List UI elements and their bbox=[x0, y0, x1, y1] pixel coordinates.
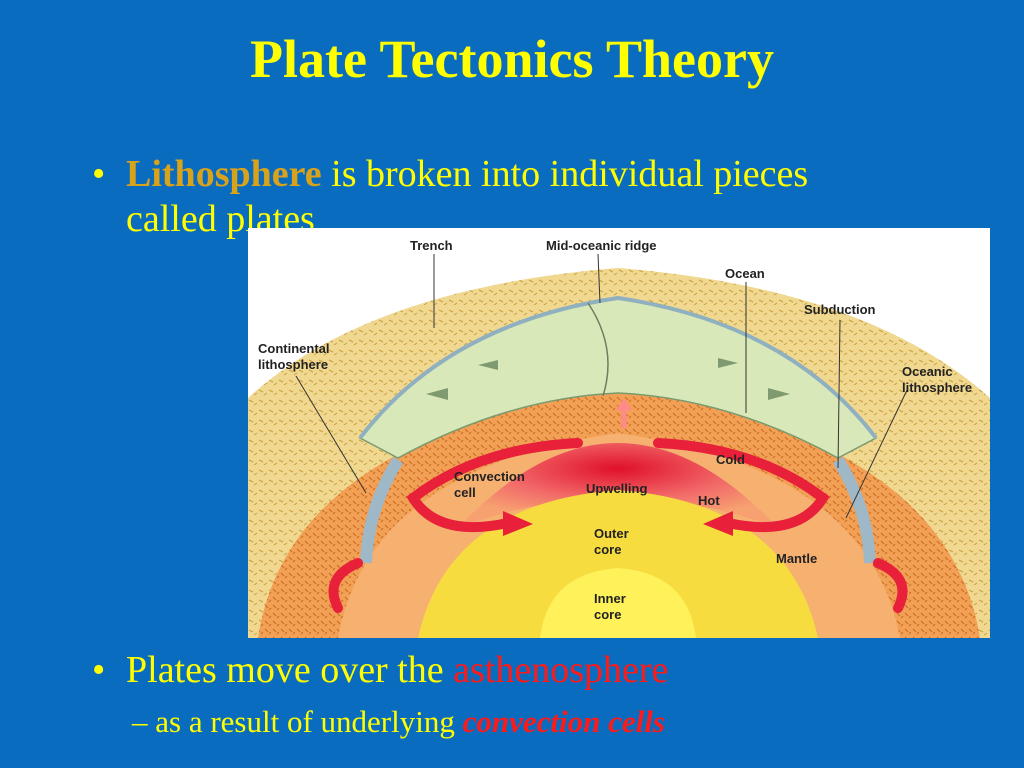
plate-tectonics-diagram: Trench Mid-oceanic ridge Ocean Subductio… bbox=[248, 228, 990, 638]
bullet-asthenosphere: • Plates move over the asthenosphere bbox=[92, 648, 852, 693]
label-oceanic-1: Oceanic bbox=[902, 364, 953, 379]
diagram-svg: Trench Mid-oceanic ridge Ocean Subductio… bbox=[248, 238, 990, 638]
convection-cells-term: convection cells bbox=[462, 704, 665, 739]
label-hot: Hot bbox=[698, 493, 720, 508]
label-inner-2: core bbox=[594, 607, 621, 622]
convection-arrows bbox=[328, 438, 908, 613]
label-cold: Cold bbox=[716, 452, 745, 467]
slide-title: Plate Tectonics Theory bbox=[250, 29, 774, 89]
asthenosphere-term: asthenosphere bbox=[453, 649, 669, 691]
label-ocean: Ocean bbox=[725, 266, 765, 281]
bullet-body: is broken into individual pieces called … bbox=[126, 153, 809, 240]
bullet-dot: • bbox=[92, 649, 106, 691]
lithosphere-term: Lithosphere bbox=[126, 153, 322, 195]
label-continental-1: Continental bbox=[258, 341, 330, 356]
label-outer-2: core bbox=[594, 542, 621, 557]
label-outer-1: Outer bbox=[594, 526, 629, 541]
ridge-line bbox=[587, 302, 609, 397]
label-ridge: Mid-oceanic ridge bbox=[546, 238, 657, 253]
label-inner-1: Inner bbox=[594, 591, 626, 606]
inner-core-shape bbox=[540, 568, 696, 638]
plate-motion-arrows bbox=[426, 358, 790, 400]
bullet-lithosphere: • Lithosphere is broken into individual … bbox=[92, 152, 852, 242]
sub-bullet-body: – as a result of underlying bbox=[132, 704, 463, 739]
label-continental-2: lithosphere bbox=[258, 357, 328, 372]
bullet-text: Lithosphere is broken into individual pi… bbox=[92, 152, 852, 242]
bullet-body: Plates move over the bbox=[126, 649, 454, 691]
subduction-left bbox=[360, 456, 404, 564]
label-oceanic-2: lithosphere bbox=[902, 380, 972, 395]
bullet-dot: • bbox=[92, 153, 106, 195]
sub-bullet-convection: – as a result of underlying convection c… bbox=[132, 704, 665, 740]
label-upwelling: Upwelling bbox=[586, 481, 647, 496]
label-trench: Trench bbox=[410, 238, 453, 253]
subduction-right bbox=[832, 456, 876, 564]
label-convection-2: cell bbox=[454, 485, 476, 500]
upwelling-zone bbox=[458, 443, 778, 528]
label-mantle: Mantle bbox=[776, 551, 817, 566]
label-convection-1: Convection bbox=[454, 469, 525, 484]
bullet-text: Plates move over the asthenosphere bbox=[92, 648, 852, 693]
ocean-surface bbox=[358, 295, 878, 440]
label-subduction: Subduction bbox=[804, 302, 876, 317]
